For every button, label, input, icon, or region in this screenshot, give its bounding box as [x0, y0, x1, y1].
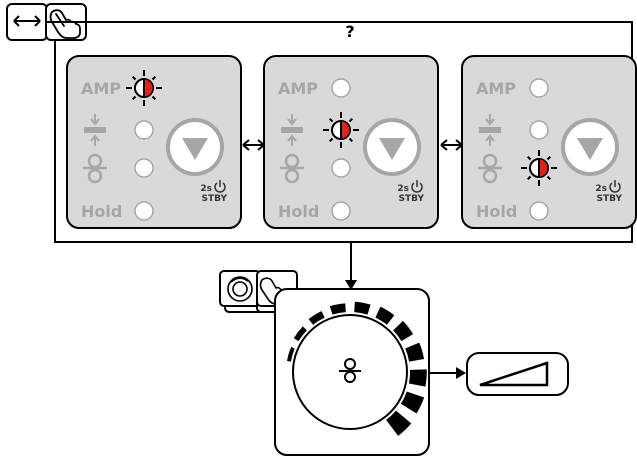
standby-label: STBY — [201, 194, 227, 204]
panel-arrow-2 — [440, 139, 463, 151]
led-off — [331, 78, 351, 98]
standby-label: STBY — [596, 194, 622, 204]
led-off — [529, 201, 549, 221]
dial-scale-segment — [308, 311, 325, 325]
led-off — [529, 120, 549, 140]
blink-rays — [126, 70, 162, 106]
wire-feed-icon — [478, 153, 502, 184]
dial-scale-segment — [408, 369, 427, 387]
standby-time: 2s — [595, 184, 607, 194]
result-arrow — [429, 367, 466, 379]
led-off — [134, 120, 154, 140]
power-icon — [214, 180, 226, 193]
double-arrow-icon — [13, 15, 41, 27]
dial-scale-segment — [293, 326, 307, 342]
panel-frame — [66, 55, 242, 229]
panel-arrow-1 — [242, 139, 265, 151]
down-arrow — [345, 242, 357, 290]
led-blinking — [521, 150, 557, 186]
dial-scale — [286, 301, 427, 436]
indicator-label: AMP — [476, 79, 516, 98]
led-off — [331, 201, 351, 221]
led-off — [529, 78, 549, 98]
dial-scale-segment — [393, 320, 414, 342]
led-off — [134, 201, 154, 221]
down-arrow-button-icon[interactable] — [561, 118, 619, 176]
rotary-knob-icon — [227, 276, 253, 302]
standby-label: STBY — [398, 194, 424, 204]
dial-scale-segment — [375, 306, 395, 325]
led-off — [331, 158, 351, 178]
blink-rays — [323, 112, 359, 148]
indicator-label: Hold — [278, 202, 319, 221]
ramp-up-icon — [479, 361, 549, 387]
standby-time: 2s — [200, 184, 212, 194]
wire-feed-icon — [83, 153, 107, 184]
down-arrow-button-icon[interactable] — [166, 118, 224, 176]
down-arrow-button-icon[interactable] — [363, 118, 421, 176]
gas-test-icon — [479, 114, 501, 146]
indicator-label: Hold — [476, 202, 517, 221]
dial-scale-segment — [329, 303, 346, 315]
selection-bracket — [47, 21, 633, 243]
wire-spool-icon — [339, 358, 361, 383]
panel-frame — [263, 55, 439, 229]
hand-press-icon — [49, 9, 81, 39]
indicator-label: AMP — [81, 79, 121, 98]
blink-rays — [521, 150, 557, 186]
power-icon — [609, 180, 621, 193]
gas-test-icon — [84, 114, 106, 146]
wire-feed-icon — [280, 153, 304, 184]
panel-frame — [461, 55, 637, 229]
dial-scale-segment — [386, 410, 412, 436]
led-off — [134, 158, 154, 178]
dial-scale-segment — [400, 391, 425, 414]
dial-scale-segment — [405, 342, 425, 362]
power-icon — [411, 180, 423, 193]
led-blinking — [323, 112, 359, 148]
gas-test-icon — [281, 114, 303, 146]
standby-time: 2s — [397, 184, 409, 194]
indicator-label: Hold — [81, 202, 122, 221]
dial-scale-segment — [354, 301, 371, 315]
question-mark: ? — [345, 22, 354, 41]
indicator-label: AMP — [278, 79, 318, 98]
dial-scale-segment — [286, 346, 295, 362]
led-blinking — [126, 70, 162, 106]
